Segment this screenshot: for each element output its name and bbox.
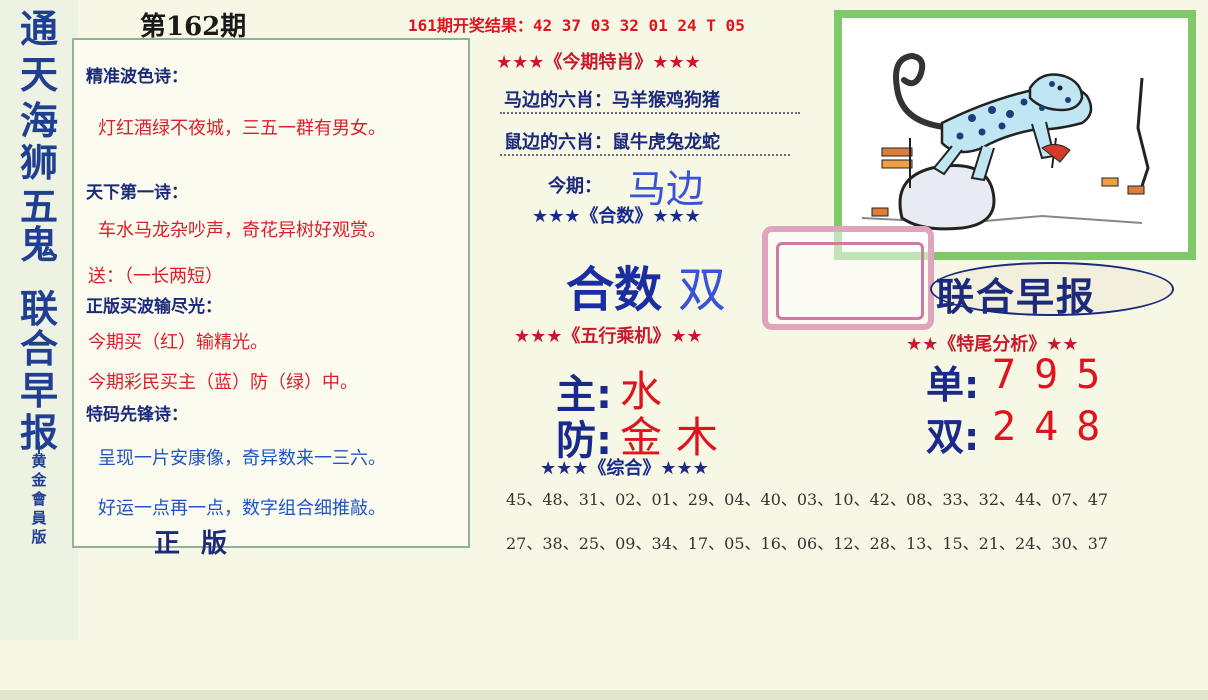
even-label: 双: [926,415,980,459]
this-period-value: 马边 [628,167,705,211]
poem1-title: 精准波色诗： [86,67,188,87]
gift-text: 送：（一长两短） [88,266,223,287]
title-char: 狮 [19,140,58,185]
last-draw-result: 161期开奖结果：42 37 03 32 01 24 T 05 [408,16,745,35]
number-row-2: 27、38、25、09、34、17、05、16、06、12、28、13、15、2… [506,534,1109,553]
panel-footer: 正 版 [154,529,234,559]
title-char: 天 [19,52,58,97]
wave-line-1: 今期买（红）输精光。 [88,332,268,353]
horse-side-line: 马边的六肖：马羊猴鸡狗猪 [504,90,720,111]
poem-panel: 精准波色诗： 灯红酒绿不夜城，三五一群有男女。 天下第一诗： 车水马龙杂吵声，奇… [72,38,470,559]
wave-line-2: 今期彩民买主（蓝）防（绿）中。 [88,372,358,393]
brand-name: 联合早报 [936,274,1097,319]
divider [38,442,40,454]
decorative-frame [762,226,934,330]
guard-value: 金木 [620,413,733,462]
main-label: 主: [556,372,612,418]
poem1-text: 灯红酒绿不夜城，三五一群有男女。 [98,118,386,139]
heshu-value: 双 [678,262,727,318]
divider [500,154,790,156]
title-char: 合 [19,326,58,371]
title-char: 联 [19,286,58,331]
heshu-header: ★★★《合数》★★★ [532,206,701,227]
wuxing-header: ★★★《五行乘机》★★ [514,326,703,347]
decorative-frame-inner [776,242,924,320]
footer-edge [0,690,1208,700]
even-value: 248 [992,404,1119,450]
leopard-icon [861,52,1150,231]
poem2-title: 天下第一诗： [86,183,188,203]
rat-side-line: 鼠边的六肖：鼠牛虎兔龙蛇 [504,132,720,153]
tail-header: ★★《特尾分析》★★ [906,334,1079,355]
title-char: 早 [19,368,58,413]
main-value: 水 [620,367,663,416]
odd-value: 795 [992,352,1119,398]
image-frame [834,10,1196,260]
brand-banner: 联合早报 [930,262,1174,319]
number-row-1: 45、48、31、02、01、29、04、40、03、10、42、08、33、3… [506,490,1109,509]
zodiac-header: ★★★《今期特肖》★★★ [496,52,701,73]
special-line-2: 好运一点再一点，数字组合细推敲。 [98,498,386,519]
zonghe-header: ★★★《综合》★★★ [540,458,709,479]
issue-number: 第162期 [140,12,247,42]
title-char: 五 [19,184,58,229]
divider [500,112,800,114]
vertical-title: 通 天 海 狮 五 鬼 联 合 早 报 黄金會員版 [0,0,78,640]
title-char: 海 [19,98,58,143]
edition-subtitle: 黄金會員版 [31,452,47,546]
special-line-1: 呈现一片安康像，奇异数来一三六。 [98,448,386,469]
title-char: 通 [19,6,58,51]
wave-title: 正版买波输尽光： [86,297,222,317]
this-period-label: 今期： [548,176,602,197]
guard-label: 防: [556,418,612,464]
leopard-illustration [842,18,1188,252]
odd-label: 单: [926,363,980,407]
title-char: 鬼 [19,222,58,267]
poem2-text: 车水马龙杂吵声，奇花异树好观赏。 [98,220,386,241]
special-title: 特码先锋诗： [86,405,188,425]
heshu-label: 合数 [566,262,663,318]
